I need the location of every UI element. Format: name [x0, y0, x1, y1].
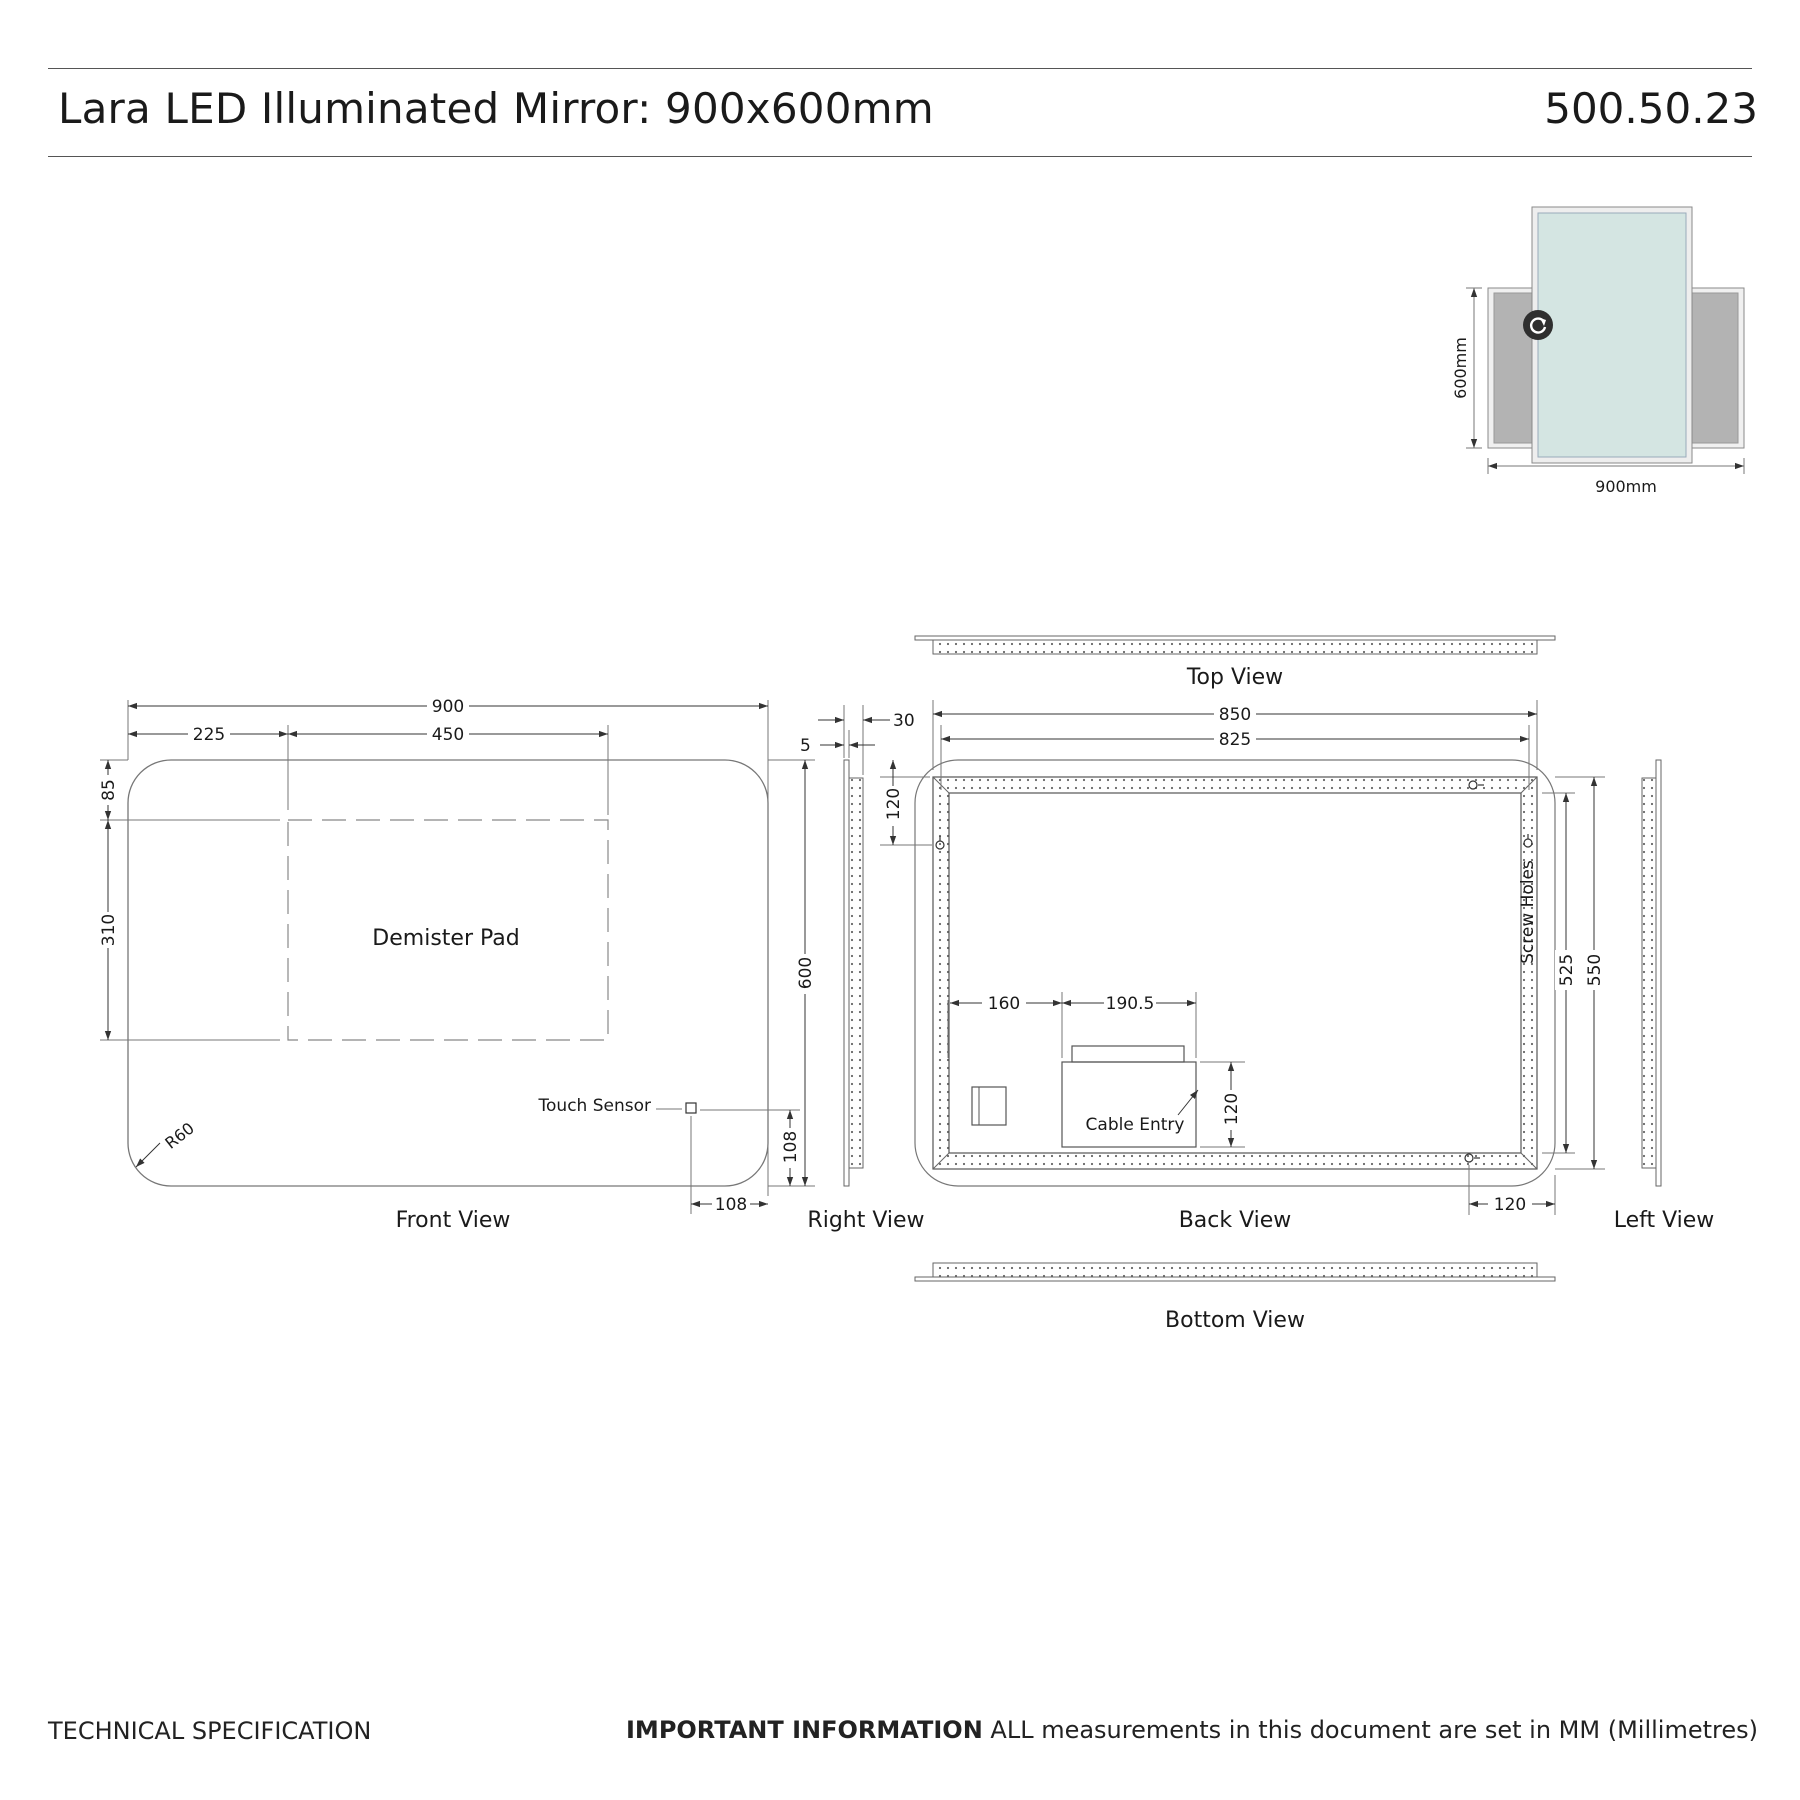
- label-corner-radius: R60: [161, 1118, 198, 1152]
- footer-important-info: IMPORTANT INFORMATION ALL measurements i…: [626, 1716, 1758, 1744]
- bottom-view-glass: [914, 1276, 1556, 1282]
- footer-important-label: IMPORTANT INFORMATION: [626, 1716, 983, 1744]
- demister-pad: [287, 819, 609, 1041]
- cable-entry-leader: [1177, 1089, 1199, 1116]
- label-side-depth: 30: [893, 711, 915, 731]
- label-hole-right: 120: [1494, 1195, 1526, 1215]
- left-view-glass: [1655, 759, 1662, 1187]
- footer-note: ALL measurements in this document are se…: [982, 1716, 1758, 1744]
- label-box-height: 120: [1222, 1093, 1242, 1125]
- bottom-view: [914, 1262, 1556, 1282]
- label-back-gap-left: 160: [988, 994, 1020, 1014]
- screw-holes-label: Screw Holes: [1518, 860, 1538, 964]
- right-view-title: Right View: [807, 1208, 924, 1233]
- label-offset-left: 225: [193, 725, 225, 745]
- touch-sensor[interactable]: [685, 1102, 697, 1114]
- footer-technical-spec: TECHNICAL SPECIFICATION: [48, 1717, 372, 1745]
- label-box-width: 190.5: [1106, 994, 1155, 1014]
- front-mirror-outline: [127, 759, 769, 1187]
- right-view-glass: [843, 759, 850, 1187]
- back-dim-labels: 850 825 120 160 190.5 120 120 525 550: [882, 704, 1605, 1215]
- thumb-height-label: 600mm: [1451, 337, 1470, 399]
- label-front-width: 900: [432, 697, 464, 717]
- label-hole-top: 120: [884, 788, 904, 820]
- header-bottom-rule: [48, 156, 1752, 157]
- label-back-outer-width: 850: [1219, 705, 1251, 725]
- front-view: [100, 700, 815, 1214]
- back-view: [880, 700, 1605, 1215]
- label-inner-height: 525: [1557, 954, 1577, 986]
- product-code: 500.50.23: [1544, 84, 1758, 133]
- thumb-width-label: 900mm: [1595, 477, 1657, 496]
- cable-entry-cover: [1071, 1045, 1185, 1063]
- thumb-portrait-glass: [1537, 212, 1687, 458]
- thumbnail: [1466, 206, 1745, 474]
- label-offset-top: 85: [99, 779, 119, 801]
- label-front-height: 600: [796, 957, 816, 989]
- top-view-frame: [932, 639, 1538, 655]
- touch-sensor-label: Touch Sensor: [538, 1096, 651, 1116]
- screw-hole: [935, 780, 1533, 1163]
- left-view: [1641, 759, 1662, 1187]
- right-view: [818, 705, 890, 1187]
- page-title: Lara LED Illuminated Mirror: 900x600mm: [58, 84, 934, 133]
- demister-pad-label: Demister Pad: [372, 926, 519, 951]
- header-top-rule: [48, 68, 1752, 69]
- rotate-icon[interactable]: [1523, 310, 1553, 340]
- label-sensor-right: 108: [715, 1195, 747, 1215]
- label-pad-height: 310: [99, 914, 119, 946]
- bottom-view-frame: [932, 1262, 1538, 1278]
- label-outer-height: 550: [1585, 954, 1605, 986]
- radius-leader: [135, 1142, 161, 1168]
- left-view-title: Left View: [1614, 1208, 1715, 1233]
- front-view-title: Front View: [396, 1208, 511, 1233]
- right-view-frame: [848, 777, 864, 1169]
- label-back-inner-width: 825: [1219, 730, 1251, 750]
- bottom-view-title: Bottom View: [1165, 1308, 1305, 1333]
- label-sensor-bottom: 108: [781, 1131, 801, 1163]
- top-view-title: Top View: [1186, 665, 1283, 690]
- cable-entry-label: Cable Entry: [1086, 1115, 1185, 1135]
- top-view-glass: [914, 635, 1556, 641]
- front-dim-labels: 900 225 450 85 310 600 108 108 R60: [96, 696, 816, 1215]
- top-view: [914, 635, 1556, 655]
- label-side-glass: 5: [800, 736, 811, 756]
- back-view-title: Back View: [1179, 1208, 1292, 1233]
- label-pad-width: 450: [432, 725, 464, 745]
- back-switch-box: [971, 1086, 1007, 1126]
- left-view-frame: [1641, 777, 1657, 1169]
